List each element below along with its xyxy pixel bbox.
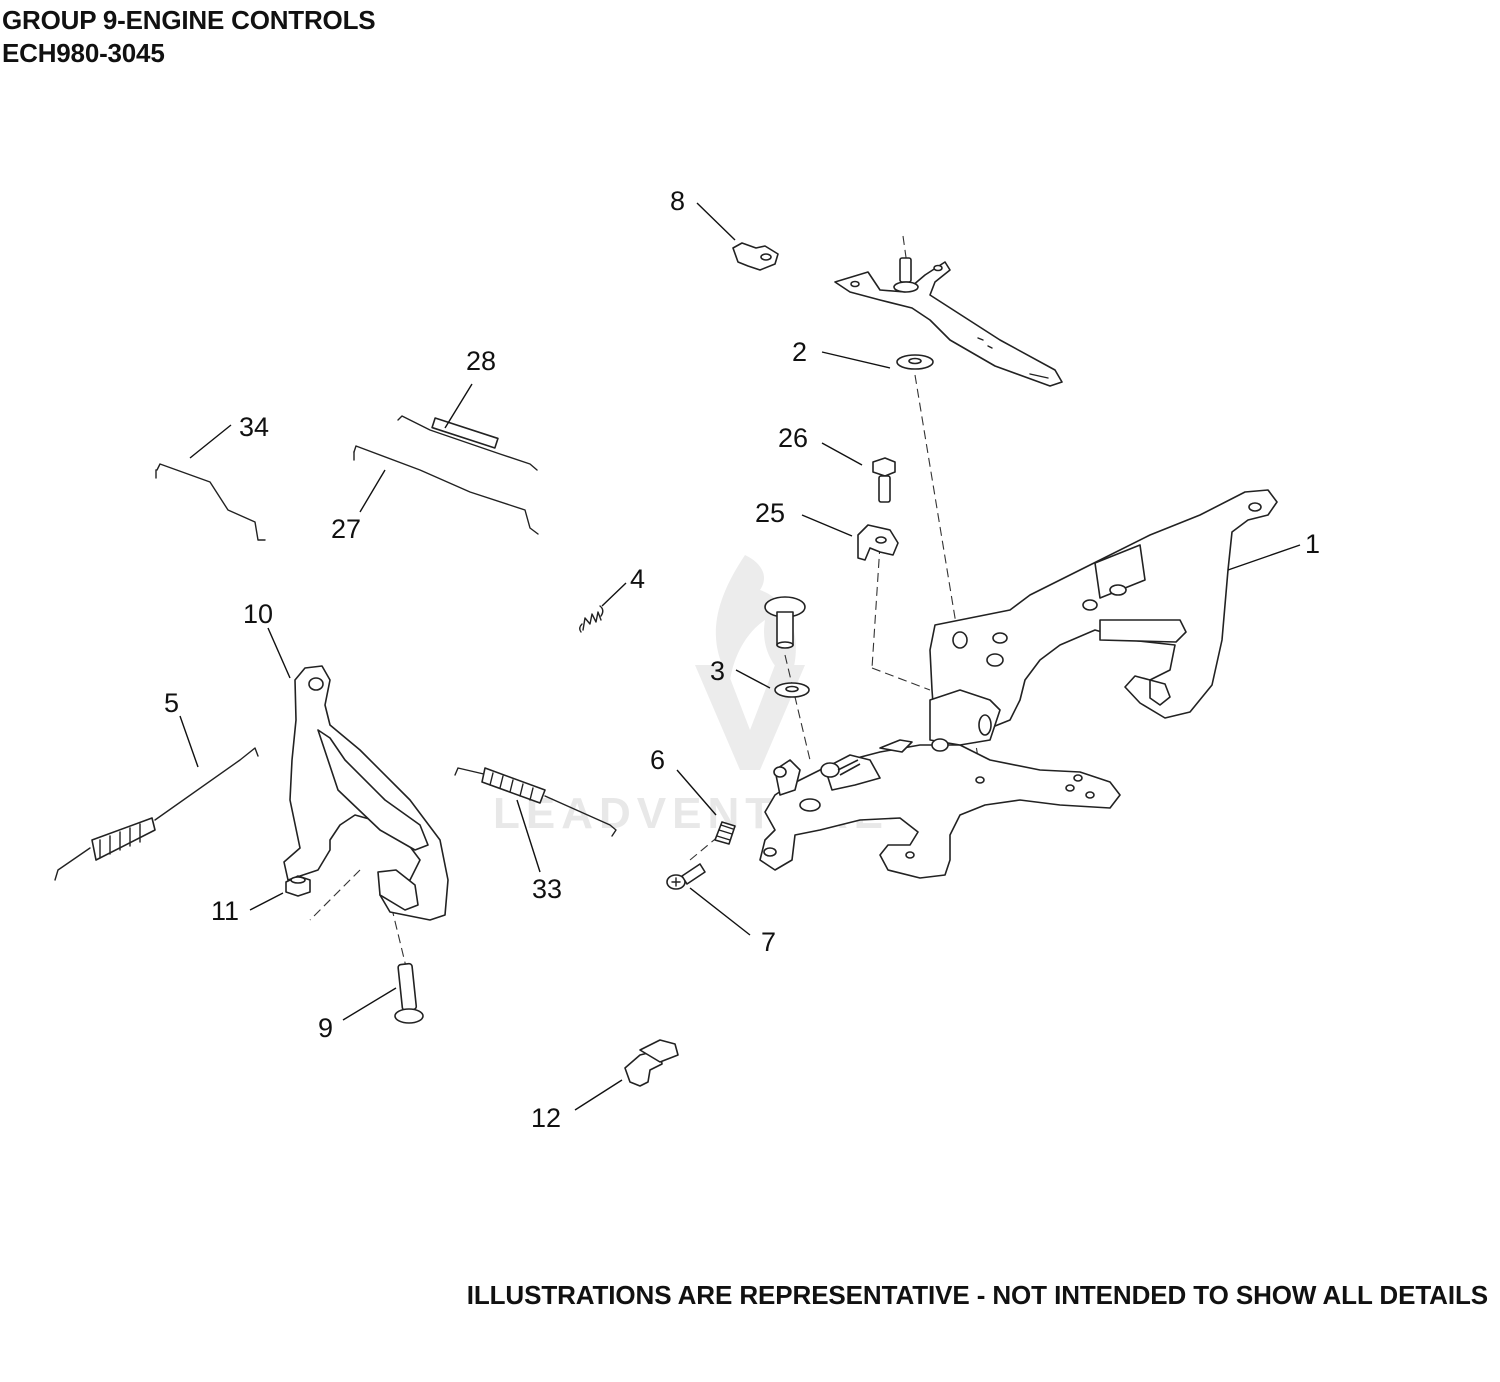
part-6-spring — [714, 821, 736, 845]
part-26-bolt — [872, 457, 896, 503]
disclaimer-note: ILLUSTRATIONS ARE REPRESENTATIVE - NOT I… — [466, 1280, 1488, 1310]
callout-11: 11 — [211, 896, 239, 926]
assembly-lines — [309, 235, 986, 976]
part-33-spring — [454, 767, 617, 837]
group-title: GROUP 9-ENGINE CONTROLS — [2, 5, 376, 35]
callout-9: 9 — [318, 1013, 333, 1043]
control-plate — [759, 689, 1121, 879]
part-28-rod — [397, 415, 538, 471]
part-2-washer — [896, 354, 934, 370]
part-25-clip — [857, 524, 899, 561]
callout-3: 3 — [710, 656, 725, 686]
part-27-rod — [353, 445, 539, 535]
watermark-flame-icon — [715, 555, 796, 680]
callout-26: 26 — [778, 423, 808, 453]
part-12-clamp — [624, 1039, 679, 1087]
callout-7: 7 — [761, 927, 776, 957]
callout-6: 6 — [650, 745, 665, 775]
model-number: ECH980-3045 — [2, 38, 165, 68]
callout-2: 2 — [792, 337, 807, 367]
callout-27: 27 — [331, 514, 361, 544]
part-3-knob — [764, 596, 806, 649]
callout-34: 34 — [239, 412, 269, 442]
part-1-bracket — [929, 489, 1278, 741]
part-9-bolt — [394, 962, 424, 1024]
part-2-lever-plate — [834, 257, 1063, 387]
part-3-washer — [774, 682, 810, 698]
part-4-spring — [579, 605, 604, 633]
part-11-nut — [285, 875, 311, 897]
part-7-screw — [666, 863, 706, 890]
callouts: 8 2 26 25 1 3 4 28 34 27 10 5 6 33 11 7 … — [164, 186, 1320, 1133]
part-8-cable-clamp — [732, 242, 779, 271]
callout-25: 25 — [755, 498, 785, 528]
callout-28: 28 — [466, 346, 496, 376]
callout-4: 4 — [630, 564, 645, 594]
callout-33: 33 — [532, 874, 562, 904]
part-5-spring — [54, 747, 259, 881]
callout-8: 8 — [670, 186, 685, 216]
callout-10: 10 — [243, 599, 273, 629]
callout-1: 1 — [1305, 529, 1320, 559]
part-10-lever — [283, 665, 449, 921]
title-block: GROUP 9-ENGINE CONTROLS ECH980-3045 — [2, 4, 376, 70]
leader-lines — [179, 202, 1301, 1111]
callout-12: 12 — [531, 1103, 561, 1133]
callout-5: 5 — [164, 688, 179, 718]
part-34-rod — [155, 463, 266, 541]
